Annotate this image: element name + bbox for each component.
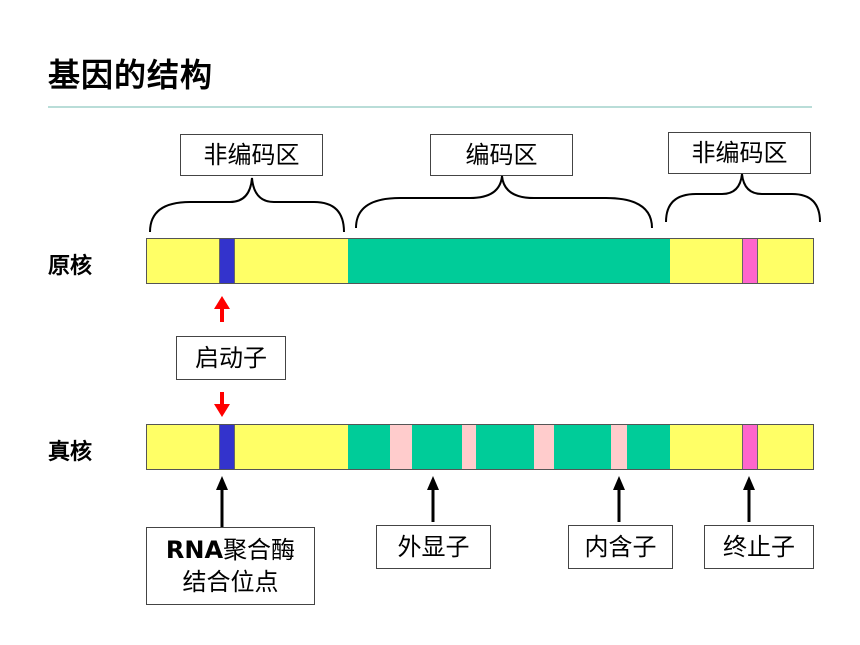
euk-terminator-site <box>742 425 758 469</box>
rna-binding-arrow <box>216 476 228 528</box>
euk-noncoding-right <box>670 425 813 469</box>
intron-arrow <box>613 476 625 522</box>
rna-text: RNA <box>165 536 224 564</box>
label-noncoding-right: 非编码区 <box>668 132 811 174</box>
euk-exon-2 <box>412 425 463 469</box>
prok-promoter-site <box>219 239 235 283</box>
eukaryote-gene-bar <box>146 424 814 470</box>
row-label-eukaryote: 真核 <box>48 440 93 465</box>
label-rna-polymerase-binding-site: RNA聚合酶 结合位点 <box>146 527 315 605</box>
row-label-prokaryote: 原核 <box>48 254 93 279</box>
promoter-up-arrow <box>214 296 230 322</box>
prok-coding-region <box>348 239 671 283</box>
prok-terminator-site <box>742 239 758 283</box>
label-coding: 编码区 <box>430 134 573 176</box>
page-title: 基因的结构 <box>48 56 214 94</box>
label-terminator: 终止子 <box>704 525 814 569</box>
euk-exon-3 <box>476 425 535 469</box>
label-promoter: 启动子 <box>176 336 286 380</box>
polymerase-text: 聚合酶 <box>223 536 296 564</box>
brace-coding <box>355 175 653 229</box>
rna-binding-line1: RNA聚合酶 <box>166 534 295 566</box>
euk-noncoding-left <box>147 425 349 469</box>
prokaryote-gene-bar <box>146 238 814 284</box>
terminator-arrow <box>743 476 755 522</box>
rna-binding-line2: 结合位点 <box>182 568 279 596</box>
promoter-down-arrow <box>214 392 230 417</box>
brace-noncoding-left <box>149 177 345 233</box>
label-noncoding-left: 非编码区 <box>180 134 323 176</box>
brace-noncoding-right <box>665 173 821 223</box>
euk-exon-1 <box>348 425 391 469</box>
label-exon: 外显子 <box>376 525 491 569</box>
euk-promoter-site <box>219 425 235 469</box>
exon-arrow <box>427 476 439 522</box>
title-divider <box>48 106 812 108</box>
prok-noncoding-right <box>670 239 813 283</box>
label-intron: 内含子 <box>568 525 673 569</box>
